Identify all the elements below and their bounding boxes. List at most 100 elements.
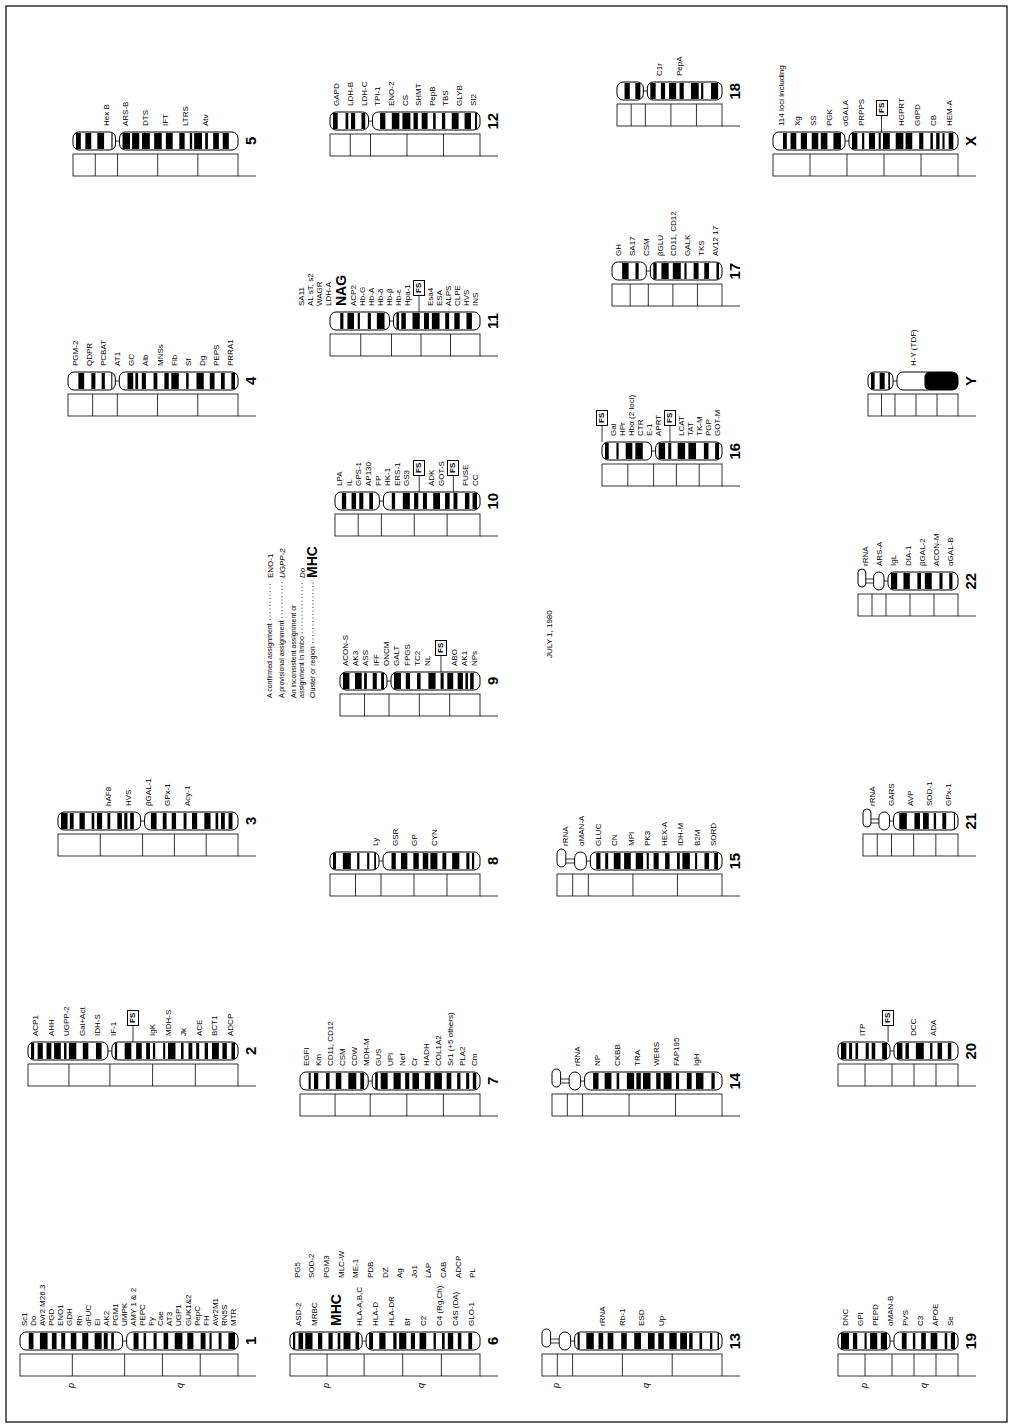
chromosome-band	[696, 1073, 703, 1089]
chromosome-band	[821, 133, 828, 149]
chromosome-band	[682, 853, 689, 869]
chromosome-band	[879, 133, 881, 149]
gene-label: Sc1	[20, 1312, 29, 1326]
gene-label: αMAN-B	[886, 1296, 895, 1326]
chromosome-band	[917, 573, 921, 589]
gene-label: HEM-A	[945, 100, 954, 126]
ruler-baseline	[722, 896, 740, 897]
chromosome-band	[428, 673, 435, 689]
chromosome-band	[899, 813, 907, 829]
chromosome-band	[684, 263, 686, 279]
arm-label: p	[860, 1383, 869, 1388]
chromosome-number: 18	[727, 83, 743, 100]
chromosome-band	[172, 813, 176, 829]
centromere	[586, 861, 590, 862]
gene-label: Km	[314, 1054, 323, 1066]
arm-label: q	[642, 1383, 651, 1388]
chromosome-arm	[590, 852, 722, 870]
chromosome-band	[405, 1073, 409, 1089]
chromosome-ideogram	[863, 809, 976, 856]
chromosome-band	[201, 1333, 206, 1349]
chromosome-band	[869, 133, 875, 149]
band-ruler	[330, 134, 480, 156]
arm-label: p	[552, 1383, 561, 1388]
legend-leader	[282, 582, 283, 618]
chromosome-ideogram	[617, 82, 740, 126]
chromosome-number: 19	[963, 1333, 979, 1350]
chromosome-ideogram	[557, 849, 740, 896]
centromere	[581, 1081, 585, 1082]
chromosome-band	[333, 853, 336, 869]
chromosome-arm	[838, 1042, 890, 1060]
chromosome-number: 6	[485, 1337, 501, 1345]
gene-label: PGP	[704, 419, 713, 436]
chromosome-arm	[542, 1329, 551, 1347]
chromosome-band	[417, 673, 421, 689]
chromosome-band	[38, 1043, 43, 1059]
chromosome-arm	[858, 569, 866, 587]
chromosome-band	[179, 133, 184, 149]
chromosome-number: 11	[485, 313, 501, 329]
chromosome-band	[425, 1073, 431, 1089]
chromosome-band	[355, 673, 362, 689]
ruler-division	[117, 154, 118, 176]
gene-label: NPs	[470, 651, 479, 666]
chromosome-arm	[656, 442, 722, 460]
chromosome-band	[925, 573, 932, 589]
chromosome-ideogram	[858, 569, 976, 616]
gene-label: GALK	[683, 235, 692, 256]
ruler-baseline	[480, 716, 498, 717]
chromosome-band	[153, 1043, 155, 1059]
gene-label: AK2	[102, 1311, 111, 1326]
fragile-site-leader	[602, 426, 603, 442]
arm-label: q	[920, 1383, 929, 1388]
chromosome-band	[168, 1043, 175, 1059]
chromosome-band	[852, 133, 857, 149]
gene-label: ABO	[450, 649, 459, 666]
chromosome-band	[441, 673, 444, 689]
gene-label: SOD-1	[925, 782, 934, 806]
ruler-division	[936, 1354, 937, 1376]
band-ruler	[552, 1094, 722, 1116]
chromosome-arm	[366, 1332, 480, 1350]
band-ruler	[73, 154, 238, 176]
chromosome-band	[205, 133, 208, 149]
ruler-division	[370, 134, 371, 156]
chromosome-band	[83, 1043, 88, 1059]
gene-label: αFUC	[84, 1305, 93, 1326]
chromosome-band	[196, 1043, 199, 1059]
ruler-baseline	[958, 1376, 976, 1377]
gene-label: APRT	[654, 415, 663, 436]
chromosome-band	[617, 1073, 620, 1089]
gene-label: PGD	[47, 1309, 56, 1326]
chromosome-arm	[879, 812, 890, 830]
ruler-baseline	[722, 486, 740, 487]
ruler-division	[335, 1094, 336, 1116]
ruler-baseline	[958, 1086, 976, 1087]
fragile-site-label: FS	[414, 463, 423, 473]
band-ruler	[28, 1064, 238, 1086]
chromosome-band	[650, 83, 655, 99]
chromosome-band	[705, 853, 710, 869]
gene-label: SA17	[628, 236, 637, 256]
chromosome-band	[394, 673, 401, 689]
gene-label: SHMT	[414, 83, 423, 106]
gene-label: Dg	[198, 356, 207, 366]
centromere	[379, 501, 383, 502]
gene-label: IL	[345, 479, 354, 486]
legend-leader	[313, 582, 314, 643]
chromosome-band	[343, 853, 351, 869]
chromosome-arm	[773, 132, 845, 150]
band-ruler	[602, 464, 722, 486]
chromosome-band	[866, 1043, 869, 1059]
gene-label: QDPR	[85, 343, 94, 366]
ruler-division	[200, 1354, 201, 1376]
chromosome-band	[647, 853, 649, 869]
chromosome-arm	[120, 132, 238, 150]
fragile-site-label: FS	[436, 643, 445, 653]
chromosome-band	[596, 853, 600, 869]
chromosome-band	[97, 813, 102, 829]
chromosome-band	[936, 133, 939, 149]
ruler-baseline	[958, 856, 976, 857]
ruler-division	[672, 1354, 673, 1376]
